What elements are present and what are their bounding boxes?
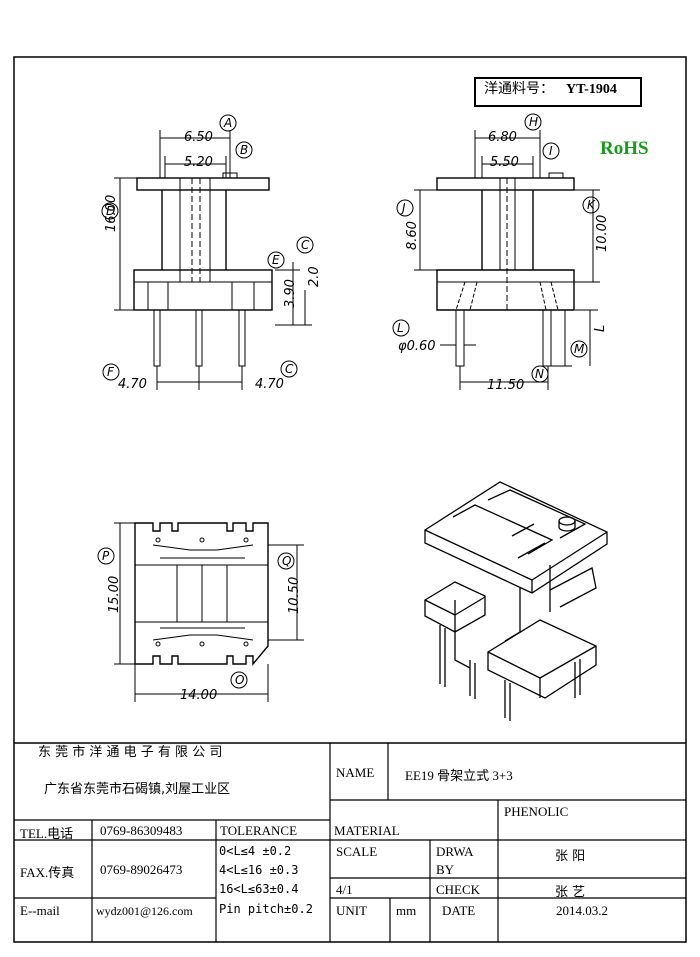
scale-label: SCALE [336,844,378,859]
dim-h: 6.80 [488,130,517,145]
callout-c-bottom: C [285,362,294,376]
callout-e: E [272,253,280,267]
unit-value: mm [396,903,417,918]
dim-a: 6.50 [184,130,213,145]
company-name: 东 莞 市 洋 通 电 子 有 限 公 司 [38,745,223,760]
callout-j: J [402,201,406,215]
name-label: NAME [336,765,375,780]
callout-f: F [107,365,114,379]
tolerance-4: Pin pitch±0.2 [219,902,313,916]
unit-label: UNIT [336,903,368,918]
email-label: E--mail [20,903,60,918]
dim-p: 15.00 [107,575,122,613]
dim-j: 8.60 [405,221,420,250]
callout-i: I [549,144,553,158]
callout-k: K [587,198,595,212]
top-view [114,522,304,702]
check-value: 张 艺 [555,885,586,900]
rohs-mark: RoHS [600,138,649,159]
callout-a: A [224,116,233,130]
email-value: wydz001@126.com [96,904,193,918]
dim-e: 3.90 [283,279,298,308]
drawn-value: 张 阳 [555,849,586,864]
drawn-label-2: BY [436,862,455,877]
fax-label: FAX.传真 [20,865,75,880]
callout-p: P [102,549,110,563]
title-block-grid [14,742,686,942]
material-value: PHENOLIC [504,804,569,819]
isometric-view [424,481,608,721]
company-address: 广东省东莞市石碣镇,刘屋工业区 [44,782,231,797]
dim-o: 14.00 [180,688,218,703]
dim-pin: φ0.60 [398,339,436,354]
callout-d: D [106,204,116,218]
tel-label: TEL.电话 [20,826,74,841]
callout-n: N [535,367,544,381]
name-value: EE19 骨架立式 3+3 [405,768,513,783]
dim-c: 2.0 [307,266,322,287]
tolerance-2: 4<L≤16 ±0.3 [219,863,299,877]
callout-h: H [529,115,539,129]
dim-f-left: 4.70 [118,377,147,392]
outer-frame [13,56,687,943]
date-label: DATE [442,903,476,918]
dim-q: 10.50 [287,576,302,614]
callout-l: L [397,321,404,335]
callout-q: Q [282,554,292,568]
part-code-label: 洋通料号： [484,82,554,97]
dim-b: 5.20 [184,155,213,170]
date-value: 2014.03.2 [556,903,608,918]
dim-k: 10.00 [595,214,610,252]
tel-value: 0769-86309483 [100,823,183,838]
dim-m-length: L [593,324,608,332]
check-label: CHECK [436,882,481,897]
callout-o: O [235,673,245,687]
callout-b: B [240,143,249,157]
dim-n: 11.50 [487,378,525,393]
callout-m: M [574,342,585,356]
callout-circles [97,113,600,689]
dim-i: 5.50 [490,155,519,170]
material-label: MATERIAL [334,823,400,838]
callout-c-top: C [301,238,310,252]
front-view [114,130,312,390]
fax-value: 0769-89026473 [100,862,183,877]
tolerance-label: TOLERANCE [220,823,298,838]
tolerance-1: 0<L≤4 ±0.2 [219,844,292,858]
part-code-box [474,77,642,107]
part-code: YT-1904 [566,82,617,97]
side-view [414,130,600,390]
scale-value: 4/1 [336,882,353,897]
tolerance-3: 16<L≤63±0.4 [219,882,299,896]
drawn-label-1: DRWA [436,844,474,859]
dim-f-right: 4.70 [255,377,284,392]
